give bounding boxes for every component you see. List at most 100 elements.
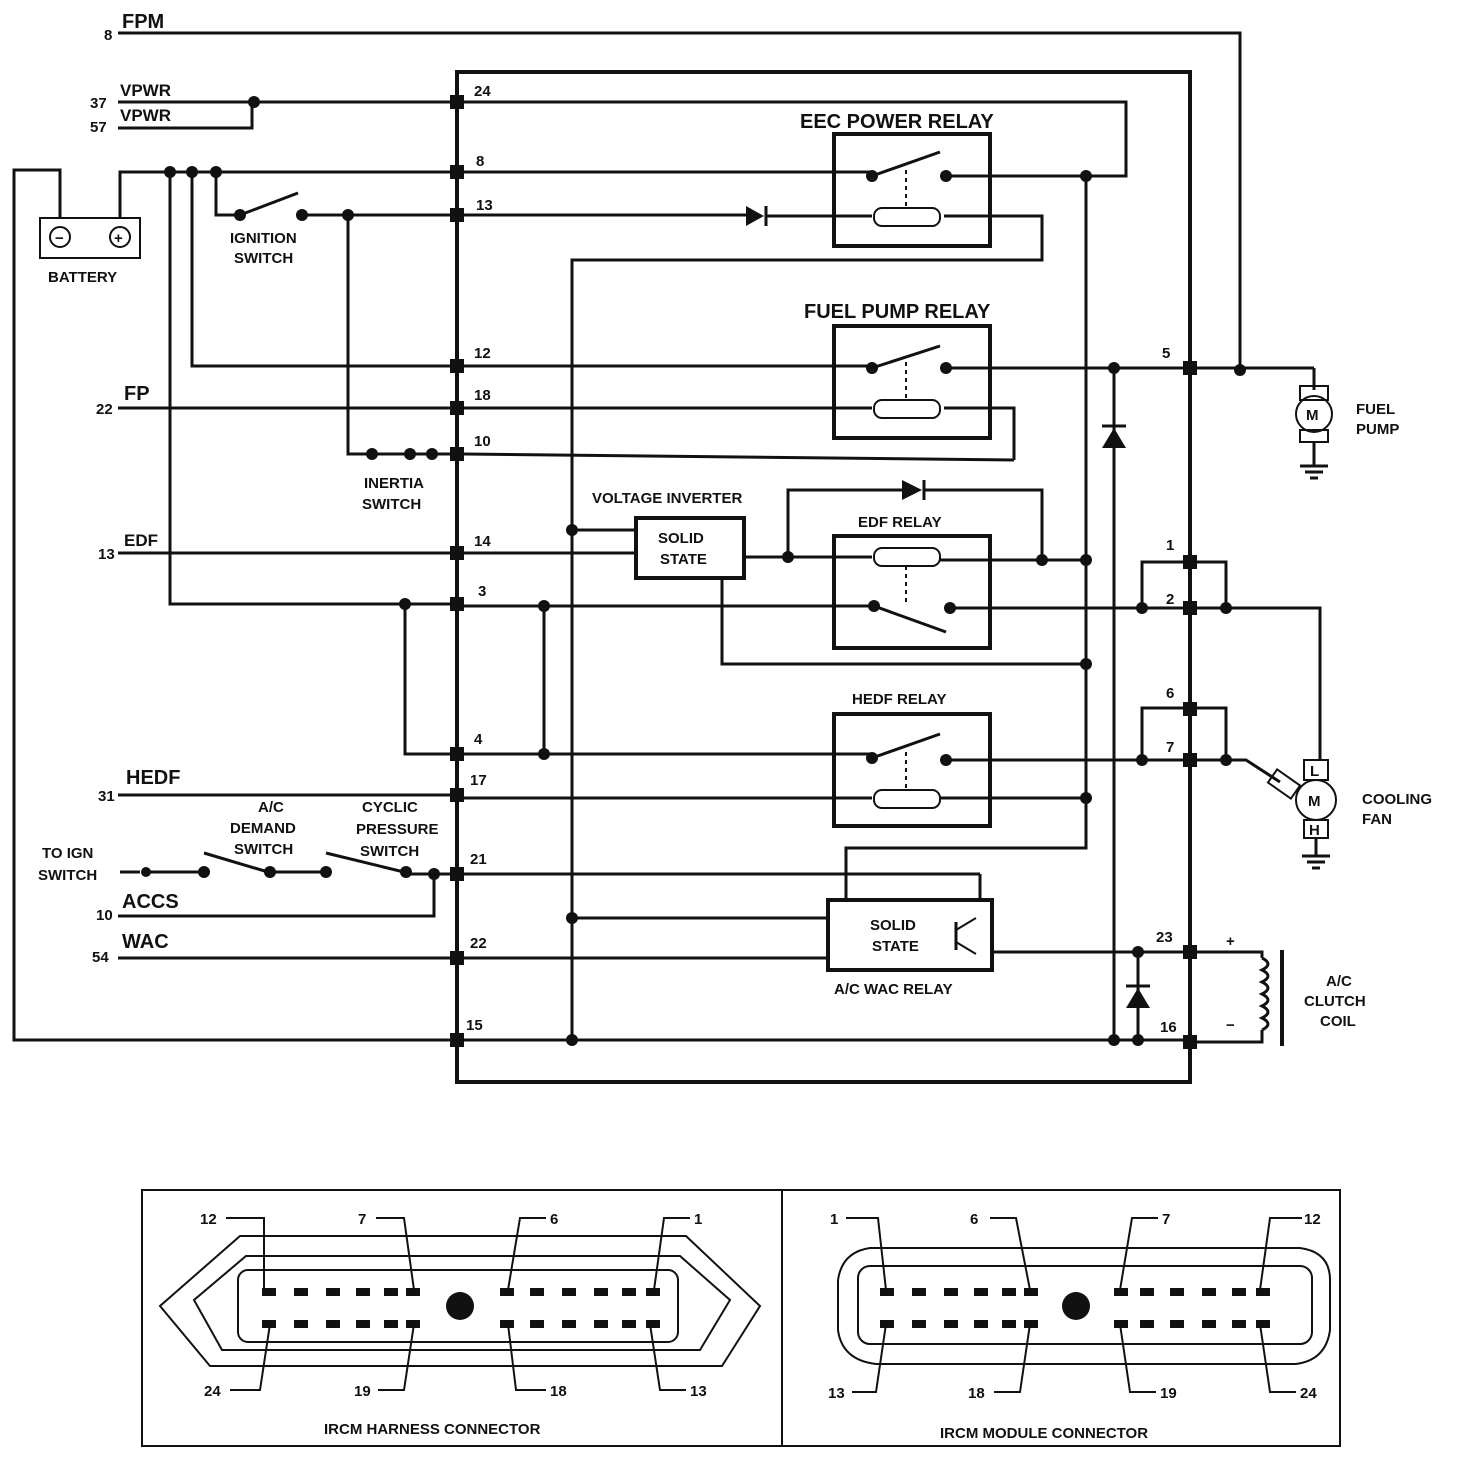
module-leader-19 — [1119, 1323, 1156, 1393]
module-connector-outer — [837, 1247, 1331, 1365]
fuel-pump-top-cap — [1299, 385, 1329, 401]
harness-leader-7 — [376, 1217, 415, 1291]
pin-2-label: 2 — [1166, 591, 1174, 608]
fpm-wire-num: 8 — [104, 27, 112, 44]
pin-21-marker — [450, 867, 464, 881]
harness-pin-slot — [294, 1288, 308, 1296]
fp-coil-return-wire — [944, 406, 1016, 460]
ac-clutch-label-3: COIL — [1320, 1013, 1356, 1030]
harness-pin-13-label: 13 — [690, 1383, 707, 1400]
pin24-internal-wire — [464, 100, 1128, 178]
fp-coil-icon — [873, 399, 941, 419]
eec-coil-icon — [873, 207, 941, 227]
module-pin-13-label: 13 — [828, 1385, 845, 1402]
harness-pin-slot — [384, 1320, 398, 1328]
ac-clutch-label-2: CLUTCH — [1304, 993, 1366, 1010]
ac-clutch-label-1: A/C — [1326, 973, 1352, 990]
harness-pin-slot — [622, 1320, 636, 1328]
pin10-internal-wire — [463, 452, 1015, 462]
module-pin-slot — [1140, 1288, 1154, 1296]
module-pin-slot — [1024, 1288, 1038, 1296]
module-pin-18-label: 18 — [968, 1385, 985, 1402]
harness-pin-slot — [294, 1320, 308, 1328]
fp-suppression-diode-icon — [1102, 428, 1126, 448]
pin-4-marker — [450, 747, 464, 761]
fpm-wire — [118, 31, 1242, 370]
accs-wire-num: 10 — [96, 907, 113, 924]
module-leader-6 — [990, 1217, 1031, 1291]
pin-3-marker — [450, 597, 464, 611]
pin-15-label: 15 — [466, 1017, 483, 1034]
module-leader-18 — [994, 1323, 1031, 1393]
inverter-to-bus-wire — [720, 578, 1086, 666]
battery-pos-terminal — [109, 226, 131, 248]
cooling-fan-label-1: COOLING — [1362, 791, 1432, 808]
pin-22-marker — [450, 951, 464, 965]
inverter-bus-junction — [1080, 658, 1092, 670]
module-pin-slot — [912, 1320, 926, 1328]
fuel-pump-label-2: PUMP — [1356, 421, 1399, 438]
harness-pin-slot — [356, 1288, 370, 1296]
pin-18-marker — [450, 401, 464, 415]
bplus-to-pin12-wire — [190, 172, 457, 368]
module-pin-slot — [880, 1288, 894, 1296]
pin1-pin2-jumper-ext — [1197, 560, 1228, 610]
battery-label: BATTERY — [48, 269, 117, 286]
pin6-pin7-jumper-ext — [1197, 706, 1228, 762]
bplus-to-pin3-wire — [168, 172, 457, 606]
pin-8-marker — [450, 165, 464, 179]
eec-switch-blade — [871, 150, 941, 178]
edf-diode-return-wire — [924, 488, 1044, 560]
harness-connector-outer — [158, 1235, 762, 1367]
harness-leader-13 — [649, 1323, 686, 1391]
vpwr-57-num: 57 — [90, 119, 107, 136]
eec-output-bus — [844, 174, 1088, 900]
pin2-int-junction — [1136, 602, 1148, 614]
harness-pin-slot — [646, 1320, 660, 1328]
wac-ground-junction — [566, 912, 578, 924]
solid-state-1-label-b: STATE — [660, 551, 707, 568]
module-leader-1 — [846, 1217, 887, 1291]
harness-pin-slot — [562, 1288, 576, 1296]
harness-leader-18 — [507, 1323, 546, 1391]
pin-6-label: 6 — [1166, 685, 1174, 702]
solid-state-1-label-a: SOLID — [658, 530, 704, 547]
module-pin-slot — [1202, 1288, 1216, 1296]
harness-pin-6-label: 6 — [550, 1211, 558, 1228]
pin-5-label: 5 — [1162, 345, 1170, 362]
ground-bus-wire — [570, 214, 1044, 1040]
fp-switch-blade — [871, 344, 941, 370]
pin-7-marker — [1183, 753, 1197, 767]
voltage-inverter-label: VOLTAGE INVERTER — [592, 490, 742, 507]
module-pin-slot — [1232, 1288, 1246, 1296]
battery-neg-sign: − — [55, 230, 64, 247]
module-left-pins — [450, 95, 464, 1047]
module-leader-24 — [1259, 1323, 1296, 1393]
inverter-ground-junction — [566, 524, 578, 536]
cooling-fan-label-2: FAN — [1362, 811, 1392, 828]
vpwr-57-label: VPWR — [120, 106, 171, 125]
pin3-to-pin4-wire — [403, 604, 457, 756]
ground-junction-1 — [566, 1034, 578, 1046]
harness-pin-19-label: 19 — [354, 1383, 371, 1400]
pin-16-label: 16 — [1160, 1019, 1177, 1036]
cyclic-contact-2 — [400, 866, 412, 878]
pin-12-label: 12 — [474, 345, 491, 362]
harness-pin-slot — [622, 1288, 636, 1296]
module-leader-13 — [852, 1323, 887, 1393]
ac-demand-label-1: A/C — [258, 799, 284, 816]
wac-wire-label: WAC — [122, 931, 169, 953]
harness-pin-1-label: 1 — [694, 1211, 702, 1228]
ac-demand-label-2: DEMAND — [230, 820, 296, 837]
harness-pin-18-label: 18 — [550, 1383, 567, 1400]
harness-pin-slot — [326, 1288, 340, 1296]
harness-pin-7-label: 7 — [358, 1211, 366, 1228]
ac-wac-relay-label: A/C WAC RELAY — [834, 981, 953, 998]
harness-leader-24 — [230, 1323, 271, 1391]
fan-high-terminal — [1266, 768, 1302, 800]
module-leader-7 — [1119, 1217, 1158, 1291]
vpwr-wire-57 — [118, 102, 254, 130]
pin-2-marker — [1183, 601, 1197, 615]
pin-17-label: 17 — [470, 772, 487, 789]
